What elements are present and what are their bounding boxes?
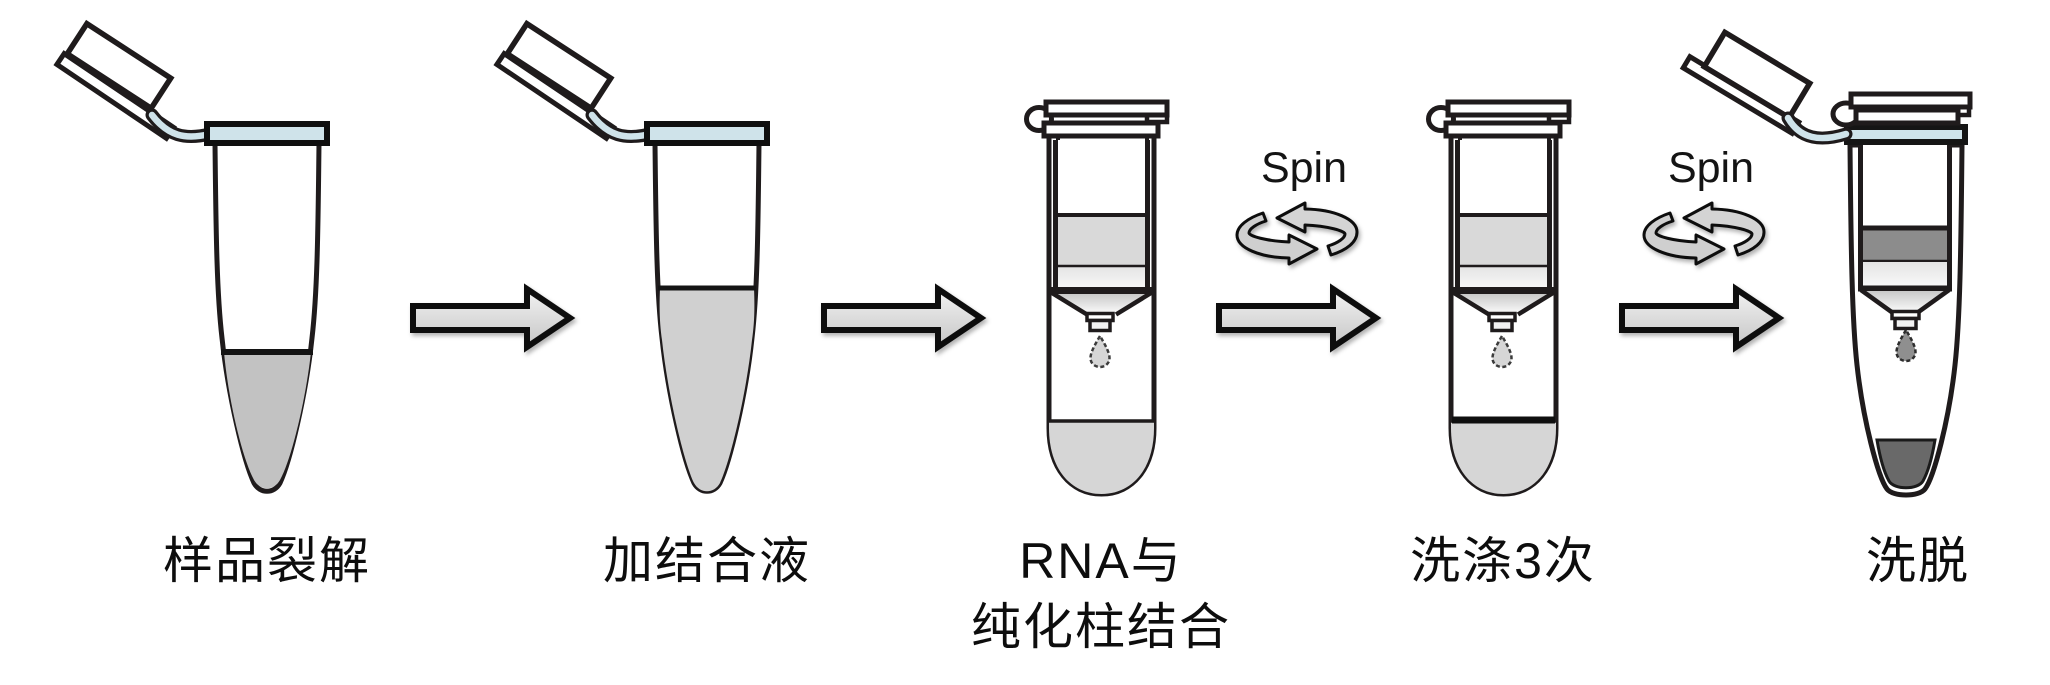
- column-nozzle: [1893, 316, 1918, 331]
- tube-binding-solution: [493, 19, 770, 494]
- elution-tube-with-column: [1679, 28, 1973, 498]
- binding-liquid: [659, 288, 755, 492]
- flow-arrow-1: [413, 289, 570, 347]
- flow-arrow-2: [824, 289, 981, 347]
- open-flip-cap: [503, 19, 615, 113]
- open-flip-cap: [1700, 28, 1814, 122]
- step-label-binding: 加结合液: [603, 533, 811, 589]
- droplet: [1895, 327, 1917, 363]
- spin-column-rna-binding: [1027, 102, 1168, 494]
- open-flip-cap: [63, 19, 175, 113]
- column-cap-lid: [1848, 91, 1973, 110]
- tube-rim: [204, 121, 330, 146]
- step-label-line1: RNA与: [1019, 533, 1183, 589]
- step-label-lysis: 样品裂解: [163, 533, 371, 589]
- spin-rotation-icon-1: [1235, 201, 1359, 266]
- flow-arrow-3: [1219, 289, 1376, 347]
- tube-sample-lysis: [53, 19, 330, 494]
- step-label-column-binding: RNA与 纯化柱结合: [971, 528, 1231, 660]
- column-upper-chamber: [1863, 145, 1947, 228]
- flow-arrow-4: [1622, 289, 1779, 347]
- tube-rim: [644, 121, 770, 146]
- step-label-line2: 纯化柱结合: [971, 599, 1231, 655]
- eluted-rna-liquid: [1875, 438, 1937, 490]
- spin-column-wash: [1429, 102, 1570, 494]
- spin-label-1: Spin: [1260, 144, 1348, 192]
- spin-label-2: Spin: [1667, 144, 1755, 192]
- spin-rotation-icon-2: [1642, 201, 1766, 266]
- column-funnel: [1862, 291, 1948, 312]
- column-liquid-band: [1863, 230, 1947, 261]
- column-membrane-band: [1863, 262, 1947, 286]
- step-label-wash: 洗涤3次: [1410, 533, 1596, 589]
- lysate-liquid: [224, 352, 311, 489]
- column-cap-base: [1853, 107, 1961, 126]
- step-label-elution: 洗脱: [1866, 533, 1970, 589]
- tube-collar-accent: [1850, 130, 1962, 139]
